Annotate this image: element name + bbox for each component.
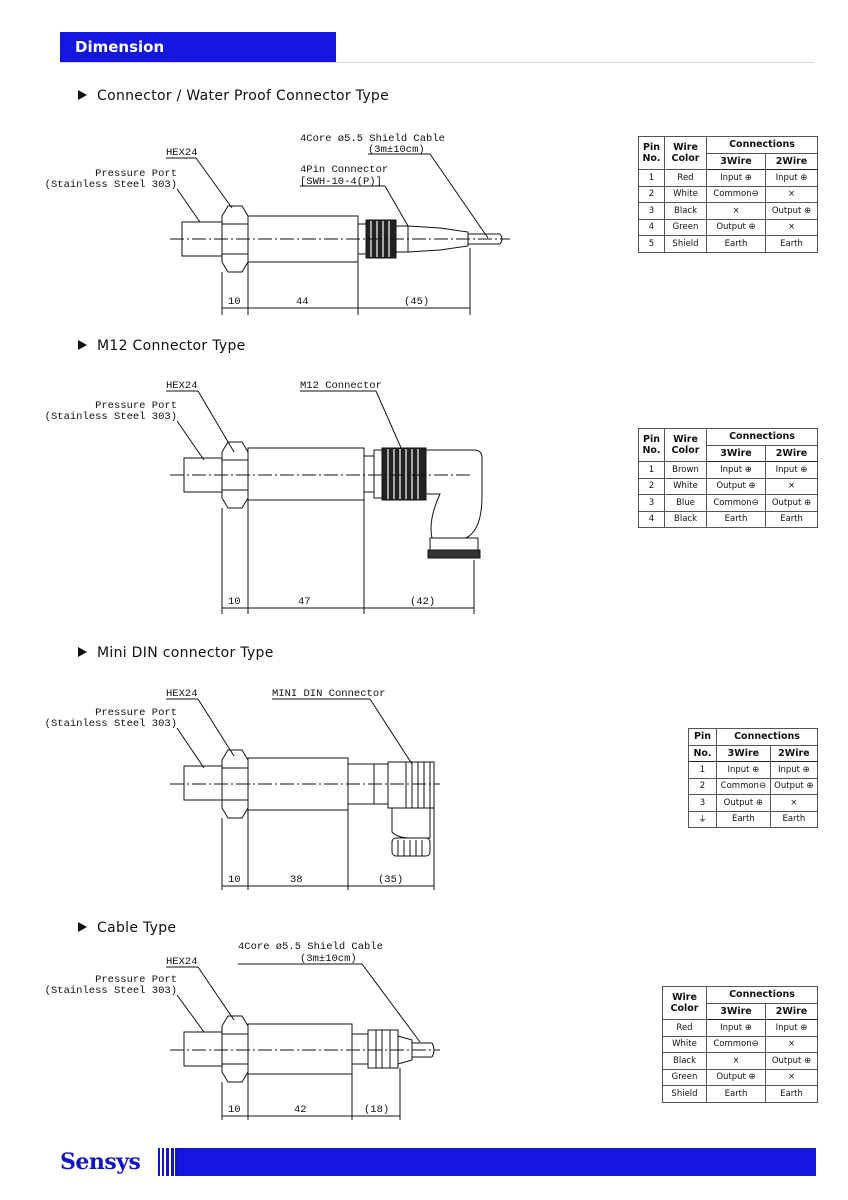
header-pin-1: Pin [688, 728, 717, 746]
header-2wire: 2Wire [765, 152, 818, 170]
header-pin-2: No. [688, 744, 717, 762]
label-cable-2: (3m±10cm) [300, 953, 357, 965]
dim-connector-length: (45) [404, 296, 429, 308]
header-3wire: 3Wire [705, 1002, 767, 1020]
label-port-1: Pressure Port [95, 707, 177, 719]
section-title-connector: Connector / Water Proof Connector Type [78, 88, 389, 104]
dim-hex-length: 10 [228, 296, 241, 308]
label-connector-2: [SWH-10-4(P)] [300, 176, 382, 188]
dim-hex-length: 10 [228, 874, 241, 886]
header-3wire: 3Wire [716, 744, 771, 762]
label-hex: HEX24 [166, 147, 198, 159]
footer-bar [178, 1148, 816, 1176]
label-connector-1: 4Pin Connector [300, 164, 388, 176]
sensys-logo: Sensys [60, 1149, 141, 1175]
bullet-triangle-icon [78, 922, 87, 932]
drawing-cable-type: 4Core ø5.5 Shield Cable (3m±10cm) HEX24 … [45, 941, 440, 1120]
header-2wire: 2Wire [765, 1002, 818, 1020]
label-port-2: (Stainless Steel 303) [45, 718, 177, 730]
dim-cable-length: (18) [364, 1104, 389, 1116]
dim-body-length: 44 [296, 296, 309, 308]
bullet-triangle-icon [78, 340, 87, 350]
dim-hex-length: 10 [228, 1104, 241, 1116]
bullet-triangle-icon [78, 647, 87, 657]
header-connections: Connections [706, 136, 818, 154]
dim-connector-length: (42) [410, 596, 435, 608]
label-port-1: Pressure Port [95, 168, 177, 180]
drawing-m12-type: HEX24 Pressure Port (Stainless Steel 303… [45, 380, 483, 614]
dim-hex-length: 10 [228, 596, 241, 608]
label-port-2: (Stainless Steel 303) [45, 411, 177, 423]
header-connections: Connections [716, 728, 818, 746]
header-2wire: 2Wire [769, 744, 819, 762]
label-connector: M12 Connector [300, 380, 382, 392]
label-connector: MINI DIN Connector [272, 688, 385, 700]
header-2wire: 2Wire [765, 444, 818, 462]
header-divider [60, 62, 814, 63]
dim-body-length: 42 [294, 1104, 307, 1116]
label-cable-1: 4Core ø5.5 Shield Cable [238, 941, 383, 953]
dim-body-length: 47 [298, 596, 311, 608]
bullet-triangle-icon [78, 90, 87, 100]
section-title-cable: Cable Type [78, 920, 176, 936]
header-connections: Connections [706, 428, 818, 446]
dim-body-length: 38 [290, 874, 303, 886]
label-hex: HEX24 [166, 956, 198, 968]
section-title-mini-din: Mini DIN connector Type [78, 645, 274, 661]
label-port-1: Pressure Port [95, 400, 177, 412]
logo-stripes [156, 1148, 178, 1176]
header-connections: Connections [706, 986, 818, 1004]
drawing-connector-type: Pressure Port (Stainless Steel 303) HEX2… [45, 133, 510, 315]
label-cable-2: (3m±10cm) [368, 144, 425, 156]
table-row: Black×Output ⊕ [662, 1052, 818, 1070]
label-port-2: (Stainless Steel 303) [45, 179, 177, 191]
label-hex: HEX24 [166, 688, 198, 700]
header-3wire: 3Wire [705, 444, 767, 462]
label-port-2: (Stainless Steel 303) [45, 985, 177, 997]
page-header: Dimension [60, 32, 336, 62]
dim-connector-length: (35) [378, 874, 403, 886]
header-3wire: 3Wire [705, 152, 767, 170]
section-title-m12: M12 Connector Type [78, 338, 246, 354]
label-hex: HEX24 [166, 380, 198, 392]
label-port-1: Pressure Port [95, 974, 177, 986]
label-cable-1: 4Core ø5.5 Shield Cable [300, 133, 445, 145]
drawing-mini-din-type: HEX24 Pressure Port (Stainless Steel 303… [45, 688, 440, 890]
earth-icon: ⏚ [688, 810, 717, 828]
